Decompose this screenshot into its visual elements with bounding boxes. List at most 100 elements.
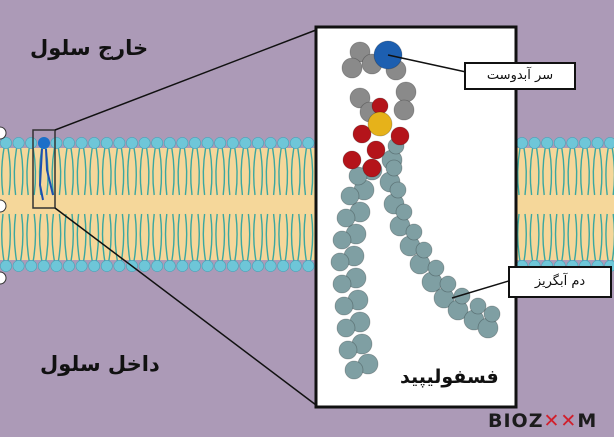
lipid-tail — [303, 213, 314, 262]
lipid-head — [604, 137, 614, 149]
tail-atom — [340, 186, 360, 206]
lipid-tail — [101, 213, 112, 262]
hydrophilic-head-callout: سر آبدوست — [464, 62, 576, 90]
lipid-tail — [517, 213, 527, 262]
edge-marker-bottom — [0, 271, 7, 285]
lipid-tail — [580, 213, 590, 262]
tail-atom — [336, 318, 356, 338]
carbon-atom — [341, 57, 363, 79]
lipid-head — [100, 137, 113, 149]
lipid-tail — [177, 213, 188, 262]
lipid-head — [553, 137, 566, 149]
tail-atom — [453, 287, 471, 305]
lipid-head — [163, 260, 176, 272]
lipid-head — [226, 137, 239, 149]
zoom-line-bottom — [54, 207, 317, 406]
edge-marker-top — [0, 126, 7, 140]
lipid-head — [151, 137, 164, 149]
lipid-head — [12, 137, 25, 149]
lipid-head — [0, 260, 12, 272]
lipid-tail — [164, 213, 175, 262]
lipid-head — [75, 137, 88, 149]
tail-atom — [427, 259, 445, 277]
lipid-head — [239, 260, 252, 272]
lipid-head — [201, 260, 214, 272]
lipid-head — [289, 260, 302, 272]
oxygen-atom — [390, 126, 410, 146]
lipid-head — [239, 137, 252, 149]
tail-atom — [330, 252, 350, 272]
lipid-tail — [101, 147, 112, 196]
lipid-tail — [529, 213, 540, 262]
lipid-tail — [89, 147, 100, 196]
lipid-tail — [227, 213, 238, 262]
tail-atom — [336, 208, 356, 228]
lipid-tail — [215, 147, 226, 196]
lipid-head — [12, 260, 25, 272]
lipid-head — [100, 260, 113, 272]
lipid-tail — [303, 147, 314, 196]
tail-atom — [389, 181, 407, 199]
lipid-tail — [13, 147, 24, 196]
lipid-tail — [1, 147, 11, 196]
phospholipid-title: فسفولیپید — [400, 366, 499, 388]
lipid-head — [302, 137, 315, 149]
lipid-head — [138, 260, 151, 272]
lipid-tail — [567, 147, 578, 196]
lipid-head — [138, 137, 151, 149]
outside-cell-label: خارج سلول — [30, 36, 149, 60]
oxygen-atom — [342, 150, 362, 170]
lipid-tail — [290, 147, 301, 196]
lipid-head — [113, 137, 126, 149]
lipid-tail — [554, 147, 565, 196]
lipid-tail — [38, 213, 49, 262]
head-callout-line — [387, 54, 467, 73]
lipid-tail — [215, 213, 226, 262]
oxygen-atom — [371, 97, 389, 115]
lipid-bilayer — [0, 137, 614, 272]
lipid-tail — [64, 147, 74, 196]
biozoom-logo: BIOZ✕✕M — [488, 410, 598, 432]
lipid-head — [214, 260, 227, 272]
lipid-tail — [51, 213, 62, 262]
lipid-head — [201, 137, 214, 149]
lipid-tail — [76, 147, 87, 196]
lipid-tail — [240, 213, 251, 262]
highlighted-lipid-head — [38, 137, 50, 149]
lipid-tail — [592, 213, 603, 262]
lipid-head — [176, 137, 189, 149]
lipid-tail — [26, 213, 37, 262]
lipid-tail — [202, 213, 213, 262]
tail-atom — [439, 275, 457, 293]
lipid-head — [264, 137, 277, 149]
lipid-head — [63, 137, 75, 149]
tail-atom — [415, 241, 433, 259]
tail-atom — [332, 274, 352, 294]
lipid-tail — [227, 147, 238, 196]
lipid-head — [277, 137, 290, 149]
lipid-head — [75, 260, 88, 272]
lipid-head — [541, 137, 554, 149]
lipid-tail — [542, 147, 553, 196]
tail-atom — [385, 159, 403, 177]
lipid-tail — [13, 213, 24, 262]
tail-atom — [338, 340, 358, 360]
lipid-head — [214, 137, 227, 149]
lipid-tail — [177, 147, 188, 196]
bilayer-core — [0, 148, 614, 260]
lipid-tail — [76, 213, 87, 262]
lipid-tail — [265, 147, 276, 196]
lipid-head — [25, 260, 38, 272]
phosphate-atom — [367, 111, 393, 137]
lipid-tail — [139, 147, 150, 196]
lipid-tail — [64, 213, 74, 262]
tail-atom — [334, 296, 354, 316]
tail-atom — [405, 223, 423, 241]
lipid-head — [25, 137, 38, 149]
tail-atom — [332, 230, 352, 250]
tail-atom — [483, 305, 501, 323]
lipid-head — [579, 137, 591, 149]
lipid-tail — [127, 147, 137, 196]
lipid-tail — [1, 213, 11, 262]
lipid-head — [302, 260, 315, 272]
